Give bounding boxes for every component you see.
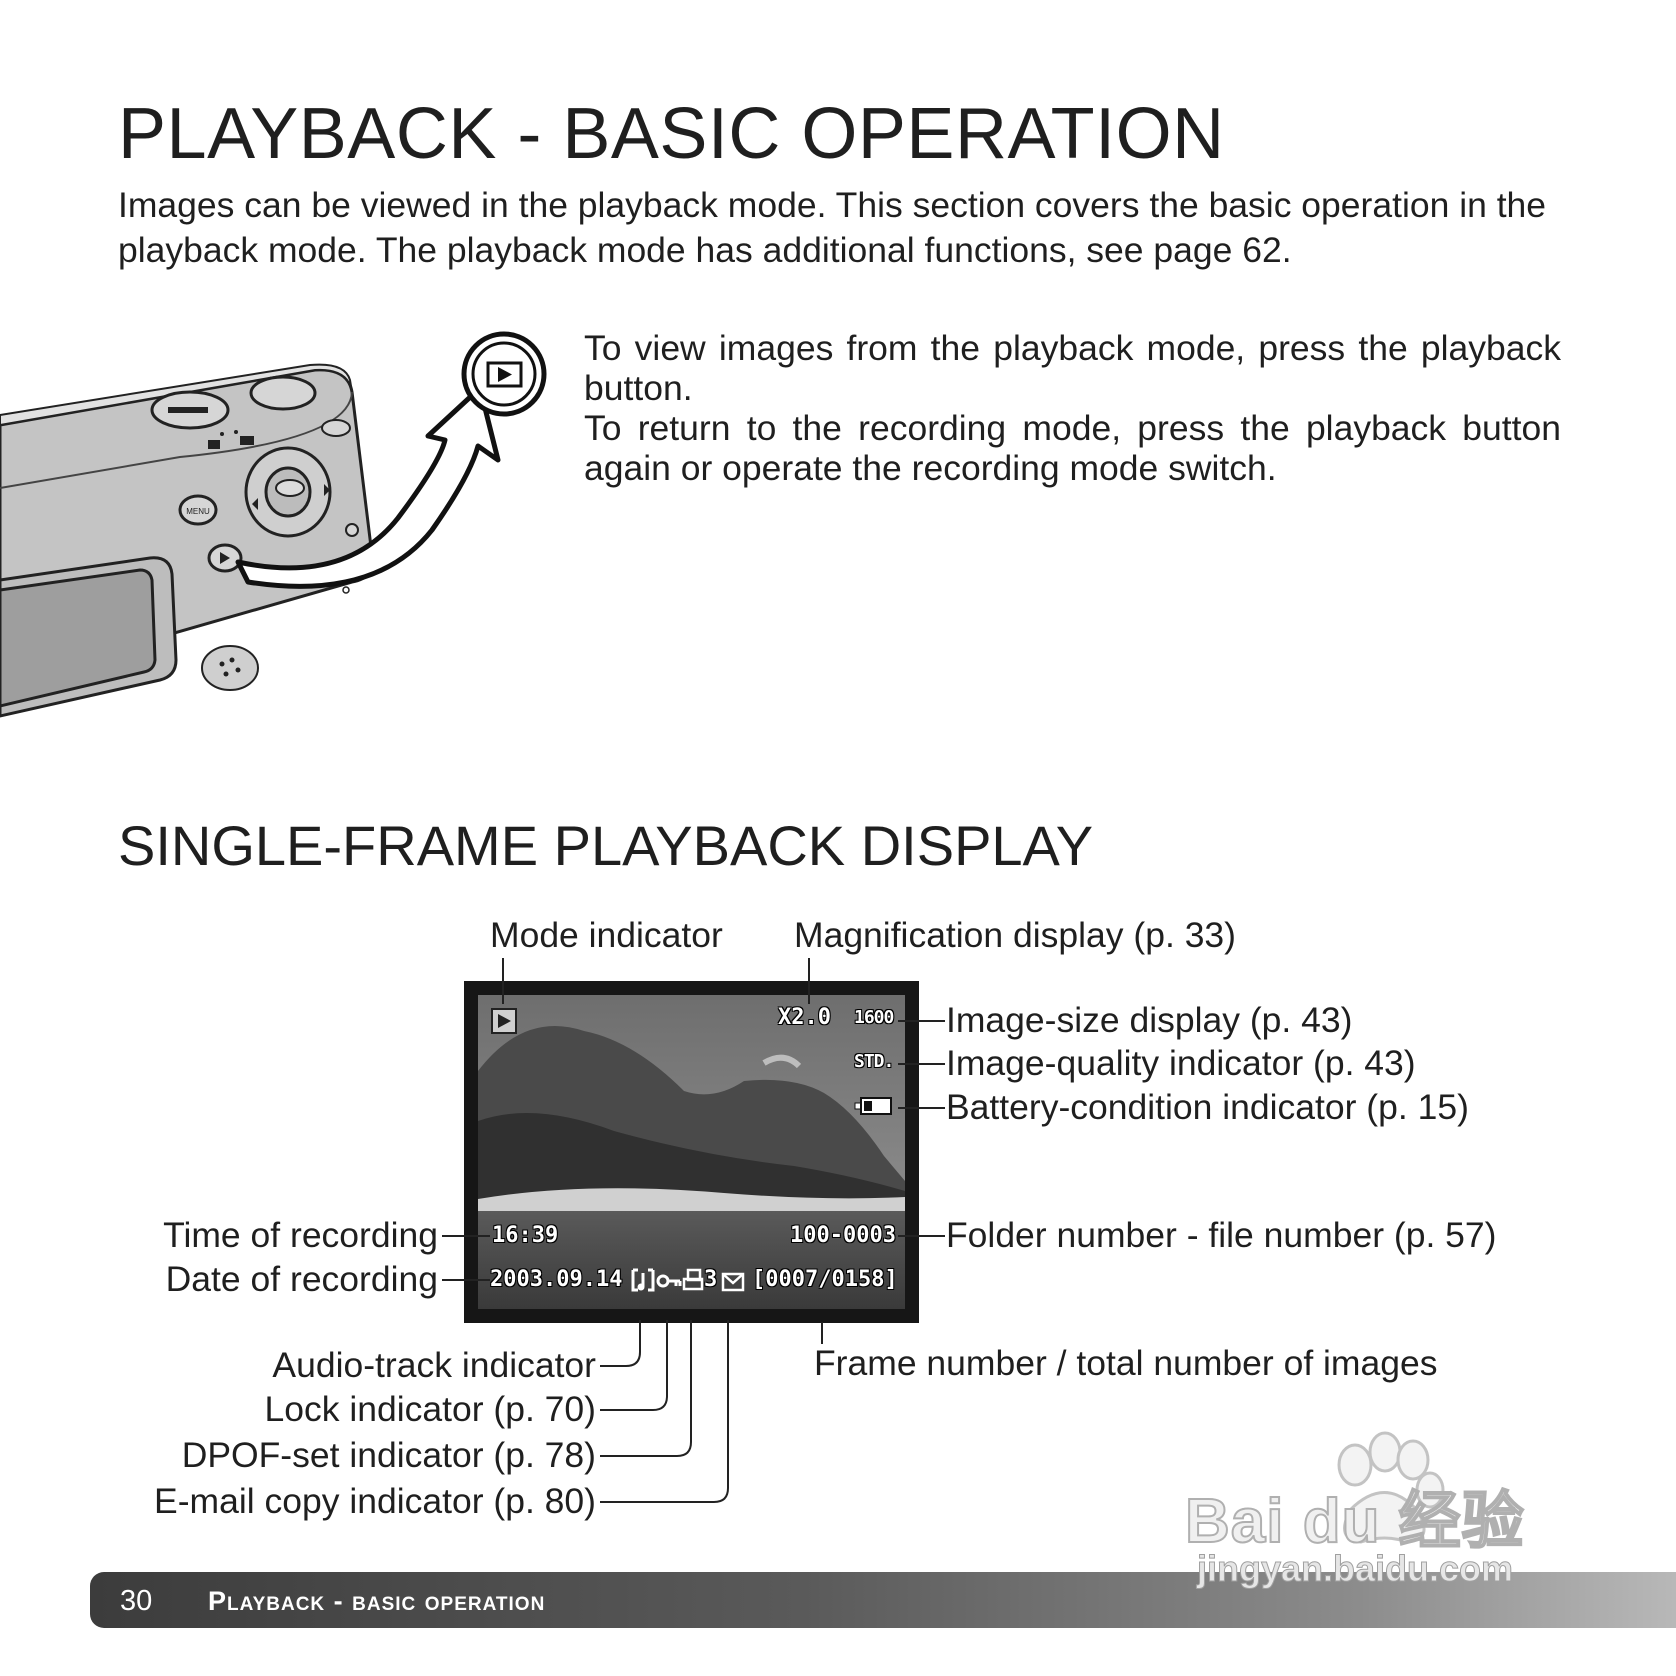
label-audio: Audio-track indicator <box>272 1345 596 1385</box>
camera-body: MENU <box>0 363 375 718</box>
camera-mode-icons <box>208 430 254 449</box>
mail-icon <box>721 1272 745 1292</box>
playback-mode-icon <box>491 1008 517 1034</box>
date-value: 2003.09.14 <box>490 1267 623 1292</box>
label-email: E-mail copy indicator (p. 80) <box>154 1481 596 1521</box>
lcd-screen: X2.0 1600 STD. 16:39 100-0003 2003.09.14… <box>464 981 919 1323</box>
instructions: To view images from the playback mode, p… <box>584 328 1561 488</box>
label-image-quality: Image-quality indicator (p. 43) <box>946 1043 1416 1083</box>
label-folder-file: Folder number - file number (p. 57) <box>946 1215 1497 1255</box>
label-dpof: DPOF-set indicator (p. 78) <box>181 1435 596 1475</box>
playback-button-icon <box>461 331 547 417</box>
scene-photo <box>464 981 919 1323</box>
arrow-icon <box>235 385 501 589</box>
watermark-logo-text: Bai du 经验 <box>1184 1486 1525 1557</box>
print-icon <box>682 1268 704 1291</box>
frame-value: [0007/0158] <box>752 1267 898 1292</box>
label-battery: Battery-condition indicator (p. 15) <box>946 1087 1469 1127</box>
label-image-size: Image-size display (p. 43) <box>946 1000 1353 1040</box>
camera-illustration: MENU <box>0 331 547 718</box>
paw-logo-icon <box>1337 1431 1445 1544</box>
intro-paragraph: Images can be viewed in the playback mod… <box>118 185 1547 270</box>
page-title: PLAYBACK - BASIC OPERATION <box>118 94 1225 174</box>
instruction-return: To return to the recording mode, press t… <box>584 408 1561 488</box>
camera-icon <box>208 440 220 449</box>
lock-icon <box>656 1274 682 1288</box>
folder-file-value: 100-0003 <box>790 1223 896 1248</box>
footer-bar: 30 Playback - basic operation <box>90 1572 1676 1628</box>
instruction-view: To view images from the playback mode, p… <box>584 328 1561 408</box>
label-time: Time of recording <box>163 1215 438 1255</box>
movie-icon <box>240 436 254 445</box>
label-frame-number: Frame number / total number of images <box>814 1343 1438 1383</box>
image-size-value: 1600 <box>854 1007 894 1028</box>
battery-icon <box>854 1097 892 1115</box>
watermark-url: jingyan.baidu.com <box>1196 1548 1514 1590</box>
time-value: 16:39 <box>492 1223 559 1248</box>
label-magnification: Magnification display (p. 33) <box>794 915 1236 955</box>
page-number: 30 <box>120 1585 153 1617</box>
dpof-count: 3 <box>704 1267 718 1292</box>
label-mode-indicator: Mode indicator <box>490 915 723 955</box>
section-title: SINGLE-FRAME PLAYBACK DISPLAY <box>118 814 1094 877</box>
footer-title: Playback - basic operation <box>208 1586 546 1616</box>
label-date: Date of recording <box>165 1259 438 1299</box>
magnification-value: X2.0 <box>778 1005 831 1030</box>
audio-icon <box>631 1268 655 1292</box>
image-quality-value: STD. <box>854 1051 894 1072</box>
label-lock: Lock indicator (p. 70) <box>264 1389 597 1429</box>
baidu-watermark: Bai du 经验 jingyan.baidu.com <box>1184 1430 1575 1600</box>
menu-button-label: MENU <box>186 507 210 516</box>
